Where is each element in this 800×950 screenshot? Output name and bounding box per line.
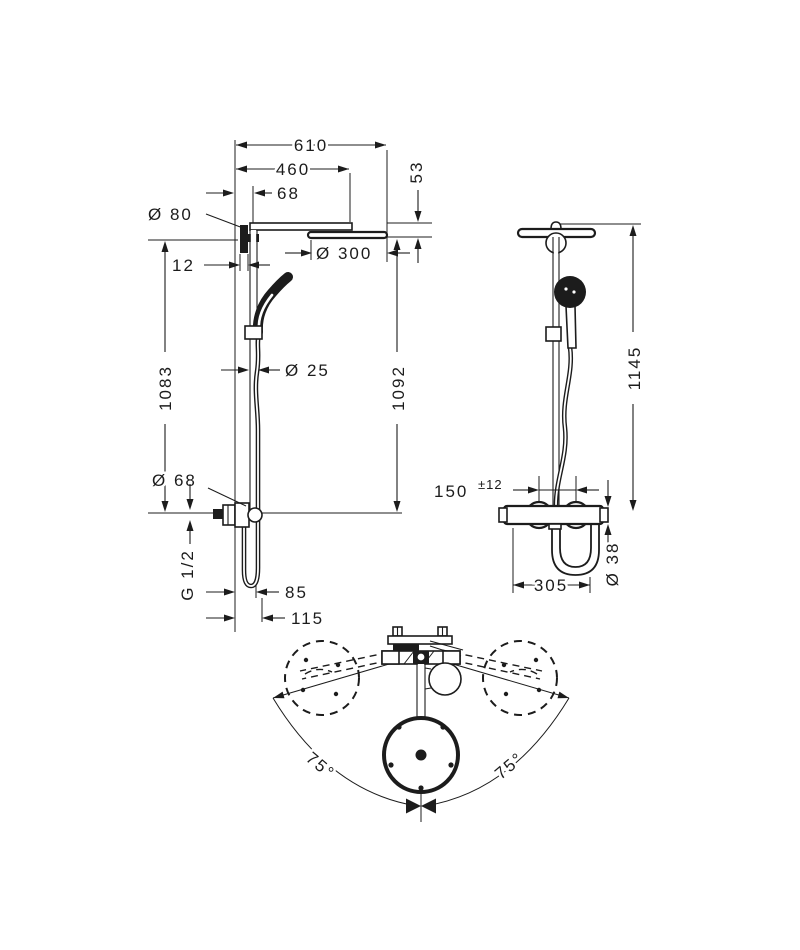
hand-shower-handle [565,305,577,349]
bracket-block [393,644,419,653]
slider-bracket-side [244,325,263,340]
hose-u-bend [551,523,600,576]
wall-escutcheon [240,225,248,253]
ghost-dots-right [501,657,542,697]
valve-union-side [247,507,263,523]
thermostat-valve-side [213,502,263,528]
dim-pipe-dia: Ø 25 [285,361,330,380]
front-dimensions: 1145 150 ±12 Ø 38 305 [432,225,647,598]
hand-shower-plan [424,662,462,696]
swivel-ghost-left [284,640,360,716]
dim-pipe-height-left: 1083 [156,365,175,411]
valve-cap-right [599,507,609,523]
plan-view: 75° 75° [272,626,570,822]
dim-wall-to-pipe: 68 [277,184,300,203]
dim-head-dia: Ø 300 [316,244,372,263]
valve-bar [502,504,605,526]
side-view: 610 460 68 Ø 80 12 Ø 30 [146,134,432,632]
swivel-ghost-right [482,640,558,716]
dim-valve-dia: Ø 68 [152,471,197,490]
dim-hose-85: 85 [285,583,308,602]
shower-hub [415,749,427,761]
riser-pipe-front [552,237,560,507]
dim-overall-height: 1145 [625,346,644,391]
dim-hose-bend-dia: Ø 38 [603,542,622,587]
dim-swivel-left: 75° [302,748,339,783]
dim-connection-distance: 150 [434,482,468,501]
bracket-plate [387,635,453,645]
dim-valve-width: 305 [534,576,568,595]
wall-bracket-plan [381,626,464,665]
dim-pipe-height-right: 1092 [389,365,408,411]
valve-cap-left [498,507,508,523]
ghost-dots-left [300,657,341,697]
shower-hose-side [241,331,262,589]
overhead-shower-plan [382,716,460,794]
thermostat-valve-front [498,500,609,530]
dim-arm-reach: 460 [276,160,310,179]
side-structure [213,222,389,589]
valve-outlet [548,523,562,530]
dim-hose-115: 115 [291,609,324,628]
side-dimensions: 610 460 68 Ø 80 12 Ø 30 [146,134,429,631]
front-structure [498,221,609,576]
dim-escutcheon-dia: Ø 80 [148,205,193,224]
slider-bracket-front [545,326,562,342]
dim-head-height: 53 [407,161,426,184]
dim-total-width: 610 [294,136,328,155]
bracket-pivot [415,651,426,662]
valve-knob-side [222,504,236,526]
front-view: 1145 150 ±12 Ø 38 305 [432,221,647,598]
valve-body-side [234,502,250,528]
hand-shower-front [545,276,586,349]
ball-joint-top [550,221,562,230]
supply-nipple [213,509,223,519]
shower-hose-front [553,344,574,508]
dim-connection-tolerance: ±12 [478,477,503,492]
dim-plate-depth: 12 [172,256,195,275]
overhead-shower-plate [306,230,389,240]
hand-shower-side [252,272,293,337]
shower-arm [249,222,353,231]
dim-thread: G 1/2 [178,549,197,601]
front-reference-lines [512,223,641,593]
